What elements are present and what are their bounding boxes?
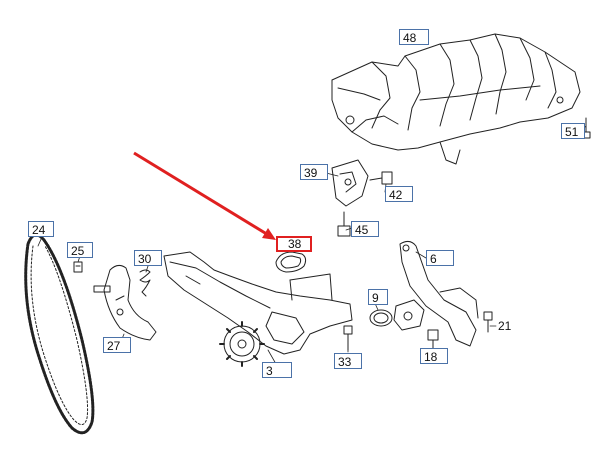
part-25-drawing (73, 261, 83, 273)
callout-3: 3 (262, 362, 292, 378)
callout-33: 33 (334, 353, 362, 369)
part-9-drawing (369, 309, 393, 327)
part-6-flange-drawing (393, 299, 425, 331)
part-45-drawing (337, 211, 351, 237)
callout-18: 18 (420, 348, 448, 364)
callout-9: 9 (368, 289, 388, 305)
part-39-drawing (331, 159, 369, 207)
part-38-drawing (275, 251, 307, 273)
callout-48: 48 (399, 29, 429, 45)
callout-6: 6 (426, 250, 454, 266)
callout-24: 24 (28, 221, 54, 237)
part-27-drawing (93, 264, 157, 341)
part-6-drawing (399, 240, 479, 347)
callout-51: 51 (561, 123, 585, 139)
callout-38-highlighted: 38 (276, 236, 312, 252)
part-21-drawing (483, 311, 493, 333)
part-30-drawing (139, 269, 151, 297)
callout-39: 39 (300, 164, 328, 180)
red-arrow-annotation (133, 151, 276, 240)
part-3-drawing (163, 251, 353, 367)
part-33-drawing (343, 325, 353, 351)
callout-25: 25 (67, 242, 93, 258)
part-48-drawing (331, 33, 581, 165)
callout-21: 21 (498, 319, 512, 333)
callout-45: 45 (351, 221, 379, 237)
part-42-drawing (369, 171, 393, 185)
callout-27: 27 (103, 337, 131, 353)
part-24-drawing (24, 233, 95, 435)
callout-30: 30 (134, 250, 162, 266)
callout-42: 42 (385, 186, 413, 202)
